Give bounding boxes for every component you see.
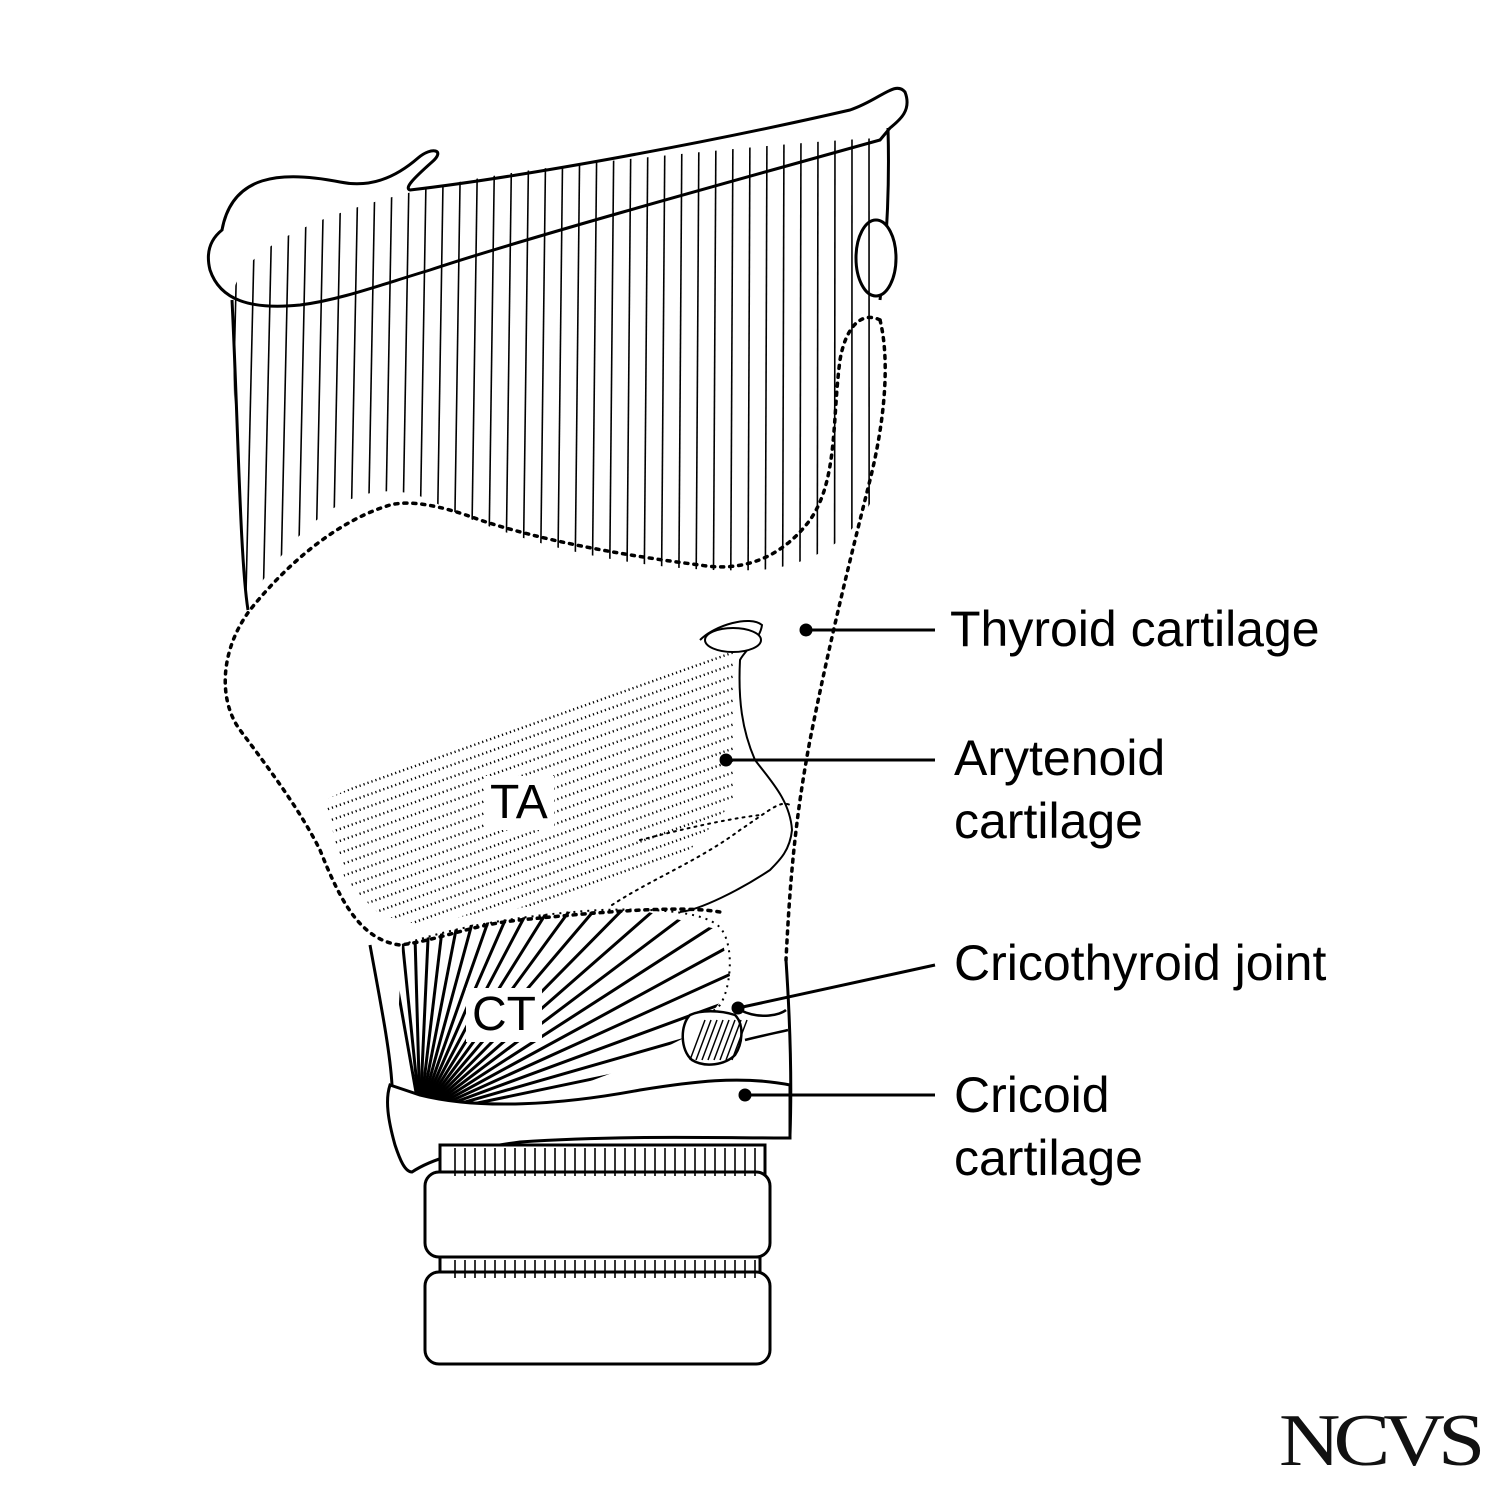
- label-arytenoid-line1: Arytenoid: [954, 727, 1165, 789]
- dotted-outline: [225, 317, 885, 960]
- trachea: [425, 1145, 770, 1364]
- ncvs-logo: NCVS: [1279, 1404, 1478, 1478]
- pointer-dot-arytenoid: [721, 755, 731, 765]
- tracheal-ring-1: [425, 1172, 770, 1257]
- tracheal-ring-2: [425, 1272, 770, 1364]
- label-cricoid-line2: cartilage: [954, 1127, 1143, 1189]
- label-thyroid-cartilage: Thyroid cartilage: [950, 598, 1320, 660]
- ta-muscle-label: TA: [484, 776, 554, 830]
- ct-muscle-label: CT: [466, 988, 542, 1042]
- label-arytenoid-line2: cartilage: [954, 790, 1143, 852]
- thyroid-cartilage-shape: [208, 88, 907, 1135]
- leader-cricothyroid-joint: [738, 965, 935, 1008]
- arytenoid-cartilage-shape: [680, 621, 792, 912]
- label-cricothyroid-joint: Cricothyroid joint: [954, 932, 1326, 994]
- pointer-dot-thyroid: [801, 625, 811, 635]
- ct-muscle-fibers: [347, 695, 831, 1115]
- label-cricoid-line1: Cricoid: [954, 1064, 1110, 1126]
- pointer-dot-cricoid: [740, 1090, 750, 1100]
- leader-lines: [721, 625, 935, 1100]
- pointer-dot-cricothyroid-joint: [733, 1003, 743, 1013]
